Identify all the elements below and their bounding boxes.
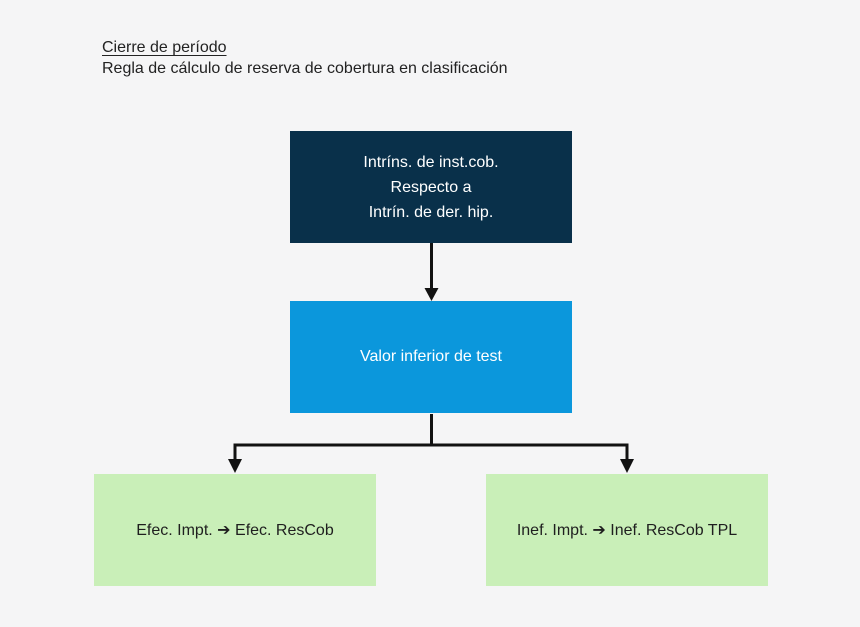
node-intrinsic-comparison: Intríns. de inst.cob. Respecto a Intrín.… <box>290 131 572 243</box>
node-effective-label: Efec. Impt. ➔ Efec. ResCob <box>136 522 334 539</box>
page-title: Cierre de período <box>102 39 227 56</box>
node-lower-test-label: Valor inferior de test <box>360 348 502 365</box>
node-ineffective-result: Inef. Impt. ➔ Inef. ResCob TPL <box>486 474 768 586</box>
node-intrinsic-line-2: Respecto a <box>390 178 472 196</box>
arrowhead-to-right-green-box <box>620 459 634 473</box>
arrowhead-to-blue-box <box>424 288 439 301</box>
node-effective-result: Efec. Impt. ➔ Efec. ResCob <box>94 474 376 586</box>
node-intrinsic-line-1: Intríns. de inst.cob. <box>363 153 499 171</box>
node-intrinsic-line-3: Intrín. de der. hip. <box>368 203 494 221</box>
diagram-header: Cierre de período Regla de cálculo de re… <box>102 37 508 79</box>
arrowhead-to-left-green-box <box>228 459 242 473</box>
node-ineffective-label: Inef. Impt. ➔ Inef. ResCob TPL <box>516 522 738 539</box>
connector-branch-line <box>233 443 629 460</box>
node-lower-test-value: Valor inferior de test <box>290 301 572 413</box>
page-subtitle: Regla de cálculo de reserva de cobertura… <box>102 60 508 77</box>
